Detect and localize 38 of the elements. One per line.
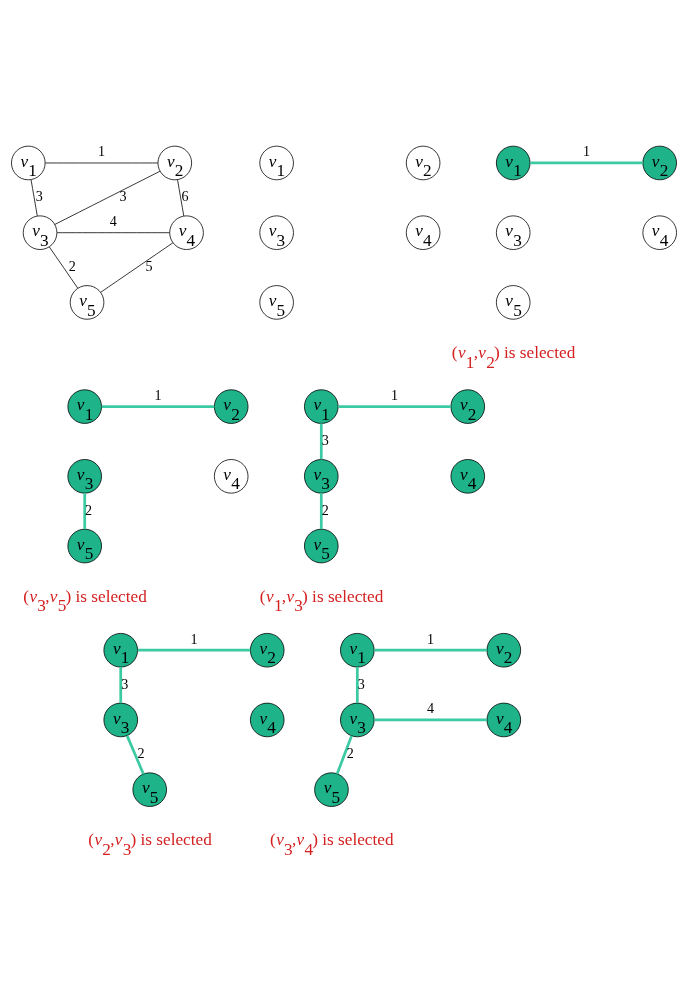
connector [83,492,87,529]
edge-label: 2 [137,744,145,761]
connector [355,666,359,703]
edge-label: 3 [357,675,365,692]
edge-label: 2 [68,257,76,274]
connector [335,734,353,774]
connector [56,231,170,233]
edge-label: 1 [582,142,590,159]
edge-label: 5 [145,257,153,274]
edge-label: 2 [321,501,329,518]
connector [374,648,487,652]
connector [30,179,38,216]
edge-label: 1 [154,386,162,403]
connector [137,648,251,652]
connector [319,492,323,529]
connector [100,241,174,293]
edge-label: 3 [119,187,127,204]
edge-label: 3 [121,675,129,692]
edge-label: 3 [321,431,329,448]
edge-label: 1 [427,629,435,646]
connector [125,734,145,775]
edge-label: 4 [427,699,435,716]
edge-label: 6 [181,187,189,204]
connector [119,666,123,703]
edge-label: 1 [391,386,399,403]
connector [338,404,451,408]
edge-label: 1 [190,629,198,646]
connector [374,718,487,721]
connector [101,404,215,408]
edge-label: 4 [109,212,117,229]
connector [319,423,323,459]
edge-label: 1 [98,142,106,159]
edge-label: 3 [35,187,43,204]
connector [48,246,79,289]
connector [54,170,161,225]
edge-label: 2 [346,744,354,761]
connector [177,179,185,216]
connector [530,161,643,164]
